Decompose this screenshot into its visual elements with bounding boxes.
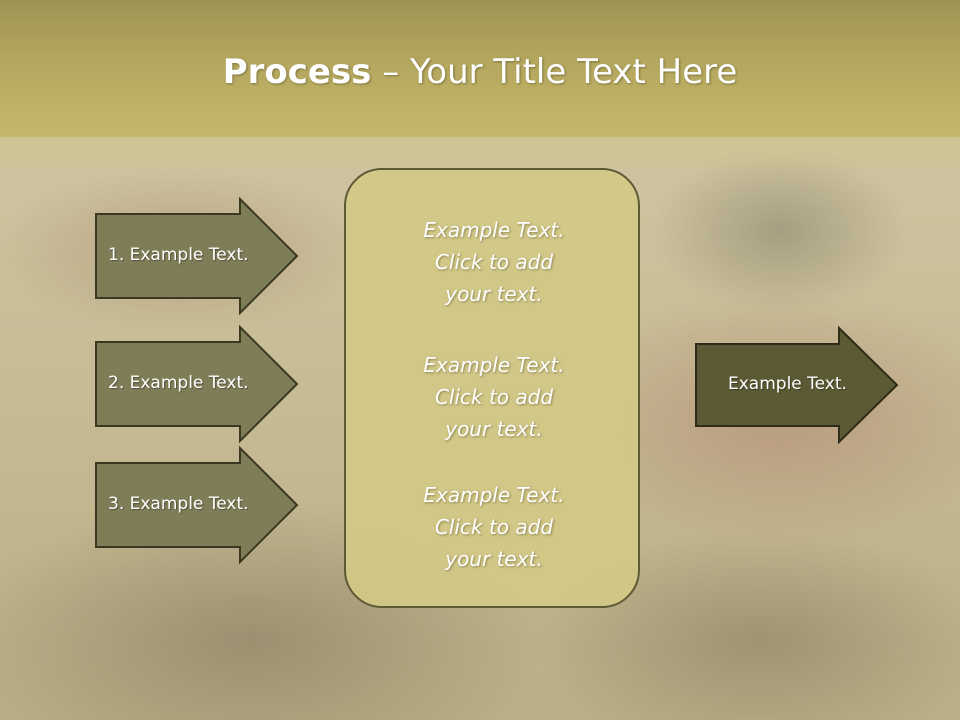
- output-arrow[interactable]: [695, 325, 899, 445]
- step-arrow-1[interactable]: [95, 196, 299, 316]
- center-1-line-3: your text.: [445, 282, 543, 306]
- center-paragraph-3: Example Text. Click to add your text.: [346, 479, 642, 575]
- title-bold: Process: [222, 52, 372, 92]
- center-1-line-1: Example Text.: [423, 218, 565, 242]
- step-label-1: 1. Example Text.: [108, 245, 249, 265]
- center-3-line-3: your text.: [445, 547, 543, 571]
- center-2-line-3: your text.: [445, 417, 543, 441]
- step-label-2: 2. Example Text.: [108, 373, 249, 393]
- center-paragraph-2: Example Text. Click to add your text.: [346, 349, 642, 445]
- center-text-box[interactable]: Example Text. Click to add your text. Ex…: [344, 168, 640, 608]
- title-rest: – Your Title Text Here: [371, 52, 738, 92]
- center-paragraph-1: Example Text. Click to add your text.: [346, 214, 642, 310]
- slide-title[interactable]: Process – Your Title Text Here: [0, 52, 960, 92]
- center-3-line-2: Click to add: [434, 515, 554, 539]
- step-arrow-3[interactable]: [95, 445, 299, 565]
- step-arrow-2[interactable]: [95, 324, 299, 444]
- title-band: [0, 0, 960, 137]
- output-label: Example Text.: [728, 374, 847, 394]
- center-2-line-1: Example Text.: [423, 353, 565, 377]
- step-label-3: 3. Example Text.: [108, 494, 249, 514]
- center-2-line-2: Click to add: [434, 385, 554, 409]
- center-3-line-1: Example Text.: [423, 483, 565, 507]
- center-1-line-2: Click to add: [434, 250, 554, 274]
- title-band-fade: [0, 137, 960, 167]
